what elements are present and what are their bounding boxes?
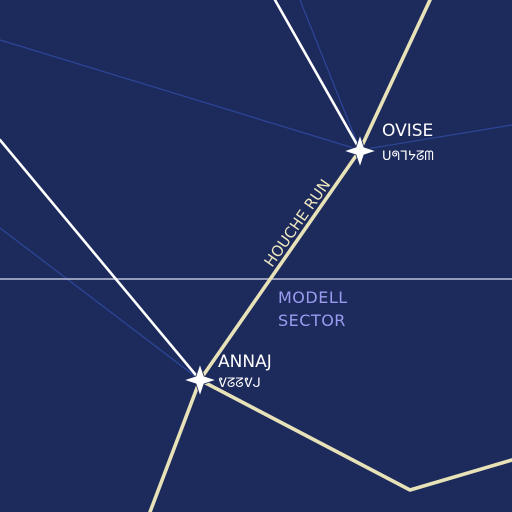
system-annaj[interactable]: ANNAJ ᕓᘔᘔᕓᒍ bbox=[182, 352, 272, 398]
system-aurebesh-annaj: ᕓᘔᘔᕓᒍ bbox=[218, 376, 261, 391]
minor-hyperlane bbox=[273, 0, 362, 152]
faint-route bbox=[299, 0, 361, 151]
minor-hyperlanes bbox=[0, 0, 362, 382]
major-hyperlane bbox=[198, 378, 512, 492]
route-label-houche-run: HOUCHE RUN bbox=[261, 176, 335, 270]
star-icon bbox=[342, 133, 378, 169]
system-aurebesh-ovise: ᑌᖗᒣᔭᘔᗰ bbox=[382, 149, 434, 164]
faint-routes bbox=[0, 0, 512, 381]
sector-label-line1: MODELL bbox=[278, 288, 348, 307]
houche-run-line bbox=[148, 0, 432, 512]
minor-hyperlane bbox=[0, 138, 202, 382]
system-name-annaj: ANNAJ bbox=[218, 352, 272, 372]
faint-route bbox=[359, 124, 512, 151]
system-ovise[interactable]: OVISE ᑌᖗᒣᔭᘔᗰ bbox=[342, 121, 434, 169]
faint-route bbox=[0, 227, 201, 381]
major-hyperlanes bbox=[148, 0, 512, 512]
sector-label-line2: SECTOR bbox=[278, 311, 346, 330]
faint-route bbox=[0, 39, 361, 151]
system-name-ovise: OVISE bbox=[382, 121, 433, 141]
star-icon bbox=[182, 362, 218, 398]
